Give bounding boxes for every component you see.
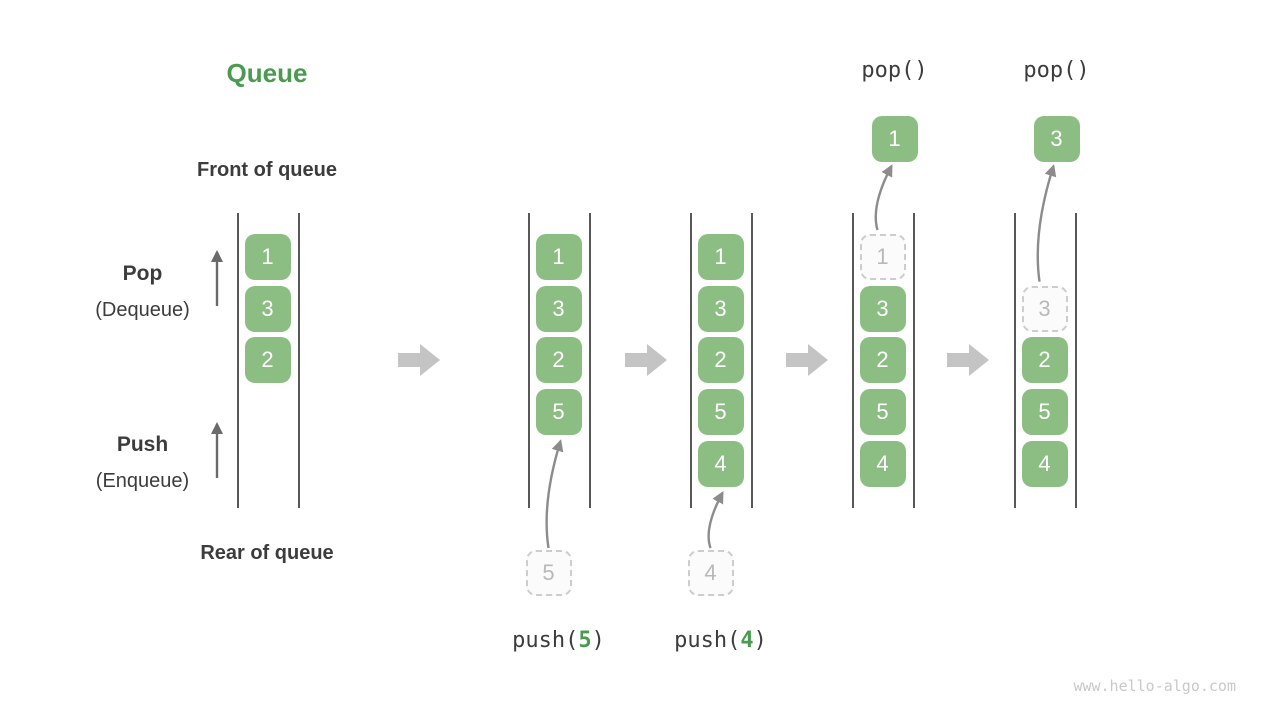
queue-cell-removed: 3: [1021, 285, 1068, 332]
queue-cell: 1: [697, 234, 744, 280]
queue-cell: 4: [859, 440, 906, 487]
queue-cell: 2: [697, 337, 744, 384]
push-operation-suffix: ): [591, 628, 605, 653]
watermark: www.hello-algo.com: [1073, 677, 1236, 695]
pop-flow-arrow: [1036, 164, 1057, 282]
push-side-label-main: Push: [116, 433, 169, 456]
popped-value-box: 3: [1033, 116, 1080, 162]
push-operation-label: push(5): [474, 628, 644, 653]
queue-wall-right: [751, 213, 753, 508]
push-operation-suffix: ): [753, 628, 767, 653]
queue-wall-left: [690, 213, 692, 508]
next-step-arrow: [398, 344, 440, 376]
push-operation-arg: 4: [740, 628, 754, 653]
queue-cell: 3: [859, 285, 906, 332]
rear-of-queue-label: Rear of queue: [200, 542, 334, 564]
next-step-arrow: [947, 344, 989, 376]
queue-cell: 4: [697, 440, 744, 487]
push-side-label-sub: (Enqueue): [95, 470, 190, 492]
next-step-arrow: [625, 344, 667, 376]
queue-wall-right: [589, 213, 591, 508]
pop-side-label: Pop (Dequeue): [55, 255, 230, 329]
diagram-title: Queue: [226, 58, 308, 88]
queue-wall-right: [1075, 213, 1077, 508]
incoming-value-box: 4: [687, 550, 734, 596]
pop-side-label-main: Pop: [122, 262, 163, 285]
next-step-arrow: [786, 344, 828, 376]
push-operation-label: push(4): [636, 628, 806, 653]
queue-wall-left: [237, 213, 239, 508]
queue-wall-left: [1014, 213, 1016, 508]
queue-cell: 2: [859, 337, 906, 384]
pop-operation-label: pop(): [972, 58, 1142, 83]
pop-flow-arrow: [874, 164, 893, 231]
queue-cell: 5: [535, 389, 582, 436]
queue-wall-left: [852, 213, 854, 508]
push-flow-arrow: [707, 491, 724, 549]
push-operation-prefix: push(: [512, 628, 579, 653]
queue-cell: 5: [859, 389, 906, 436]
queue-cell: 5: [697, 389, 744, 436]
pop-operation-label: pop(): [810, 58, 980, 83]
queue-cell: 3: [535, 285, 582, 332]
queue-wall-right: [913, 213, 915, 508]
queue-cell: 2: [244, 337, 291, 384]
pop-side-label-sub: (Dequeue): [95, 299, 190, 321]
queue-cell: 1: [244, 234, 291, 280]
queue-cell: 2: [1021, 337, 1068, 384]
queue-cell-removed: 1: [859, 234, 906, 280]
incoming-value-box: 5: [525, 550, 572, 596]
push-operation-prefix: push(: [674, 628, 741, 653]
queue-cell: 5: [1021, 389, 1068, 436]
queue-wall-right: [298, 213, 300, 508]
pop-operation-prefix: pop(): [1023, 58, 1090, 83]
queue-cell: 4: [1021, 440, 1068, 487]
push-side-label: Push (Enqueue): [55, 426, 230, 500]
front-of-queue-label: Front of queue: [197, 159, 337, 181]
queue-cell: 3: [697, 285, 744, 332]
pop-operation-prefix: pop(): [861, 58, 928, 83]
queue-cell: 1: [535, 234, 582, 280]
popped-value-box: 1: [871, 116, 918, 162]
queue-cell: 2: [535, 337, 582, 384]
queue-wall-left: [528, 213, 530, 508]
push-flow-arrow: [545, 439, 564, 549]
queue-cell: 3: [244, 285, 291, 332]
push-operation-arg: 5: [578, 628, 592, 653]
